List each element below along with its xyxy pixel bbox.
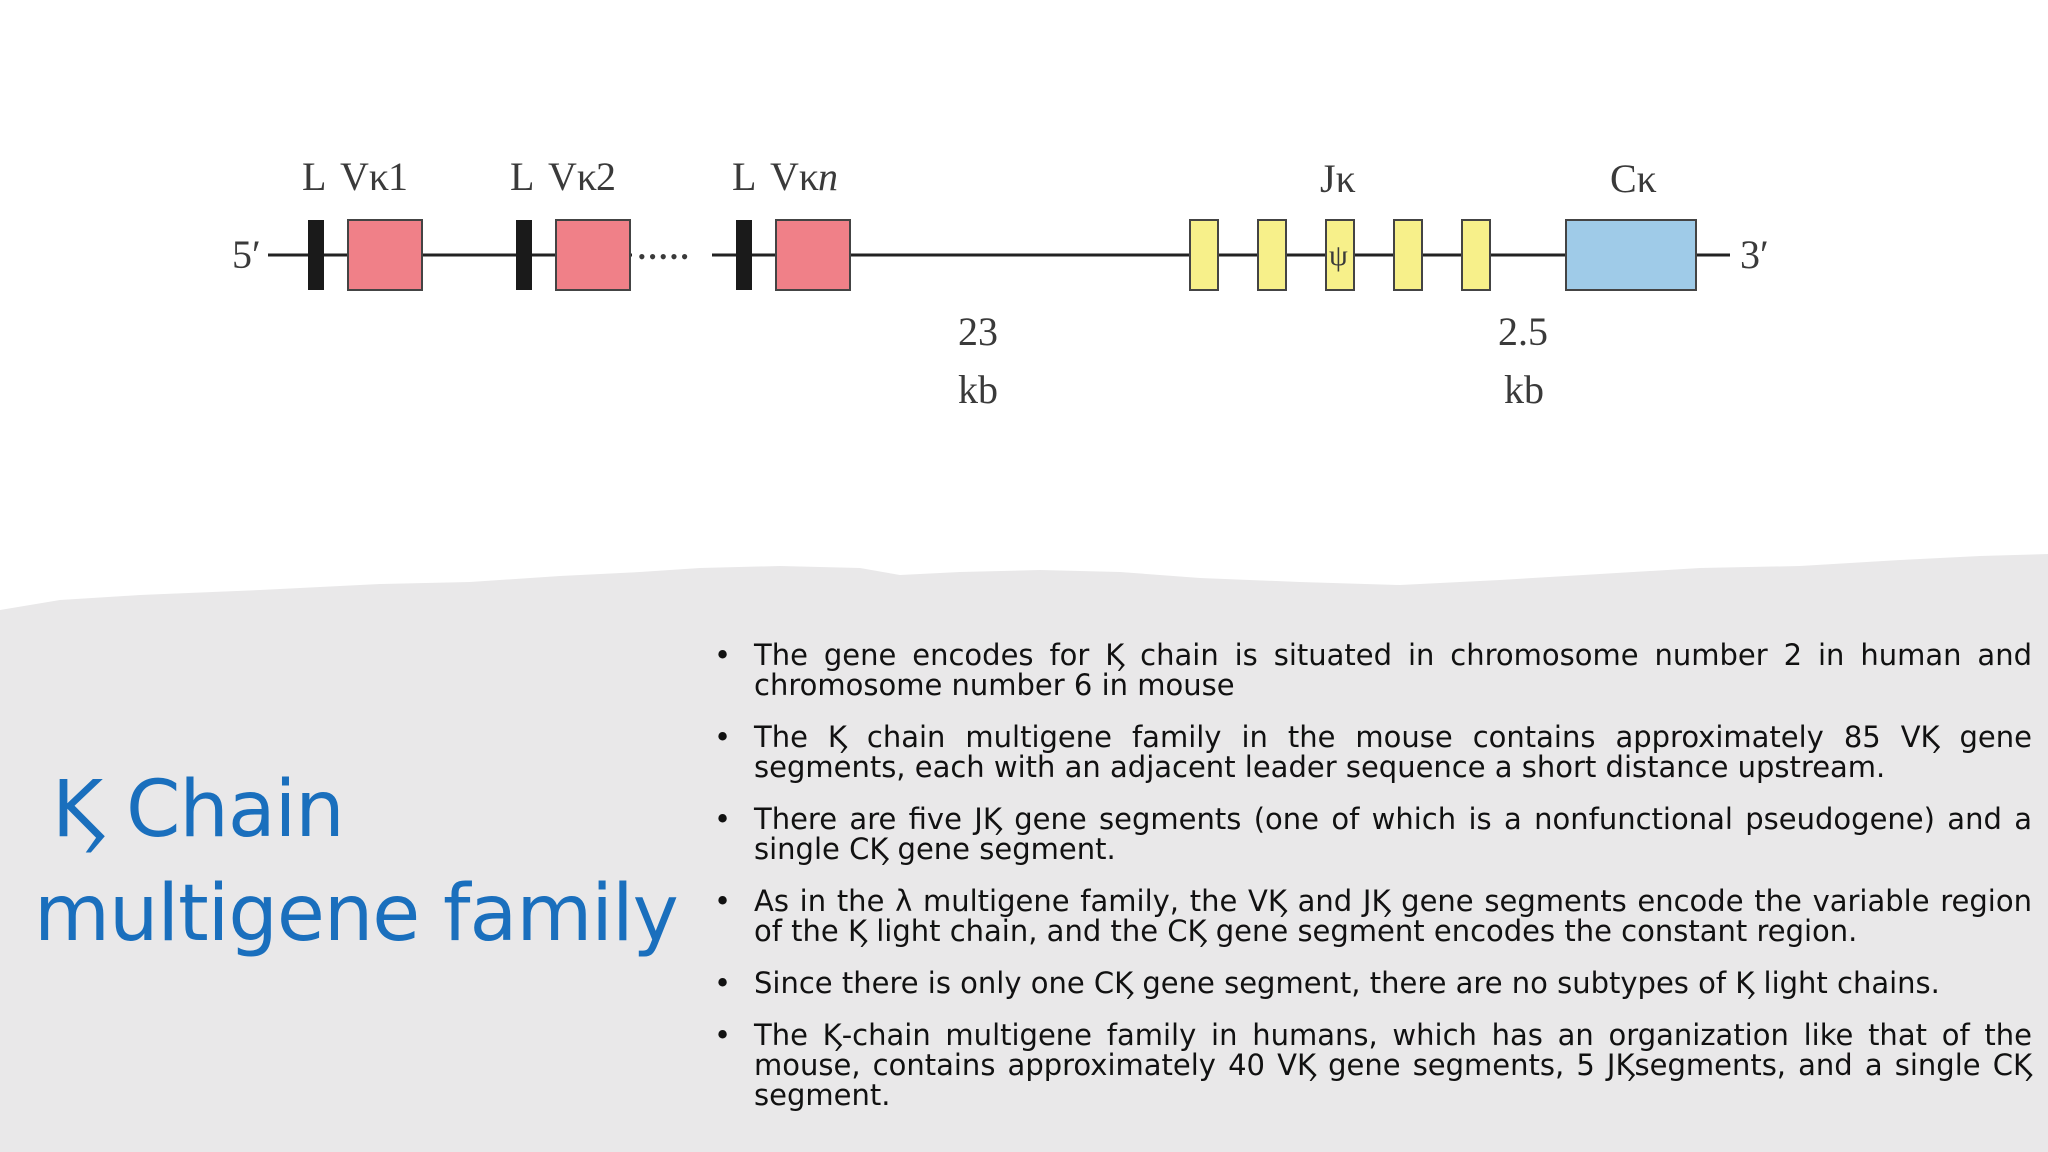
v-number-n: n <box>818 154 838 199</box>
v-label-n: Vκ <box>770 154 819 199</box>
distance-1-unit: kb <box>958 367 998 412</box>
pseudogene-symbol: ψ <box>1329 239 1348 272</box>
distance-2-unit: kb <box>1504 367 1544 412</box>
j-segment-pseudo <box>1325 219 1355 291</box>
v-number-1: 1 <box>388 154 408 199</box>
v-segment-n <box>775 219 851 291</box>
v-segment-1 <box>347 219 423 291</box>
j-segment-4 <box>1393 219 1423 291</box>
leader-label-2: L <box>510 154 534 199</box>
v-number-2: 2 <box>596 154 616 199</box>
distance-2-value: 2.5 <box>1498 309 1548 354</box>
slide-title: Ϗ Chain multigene family <box>34 758 684 966</box>
five-prime-label: 5′ <box>232 232 261 277</box>
c-label: Cκ <box>1610 156 1657 201</box>
j-segment-5 <box>1461 219 1491 291</box>
v-label-2: Vκ <box>548 154 597 199</box>
leader-label-n: L <box>732 154 756 199</box>
distance-1-value: 23 <box>958 309 998 354</box>
c-segment <box>1565 219 1697 291</box>
bullet-item: The Ϗ-chain multigene family in humans, … <box>714 1020 2032 1110</box>
bullet-item: There are five JϏ gene segments (one of … <box>714 804 2032 864</box>
leader-label-1: L <box>302 154 326 199</box>
title-line-2: multigene family <box>34 869 679 959</box>
bullet-list: The gene encodes for Ϗ chain is situated… <box>714 640 2032 1132</box>
j-segment-2 <box>1257 219 1287 291</box>
ellipsis-dots: ••••• <box>638 244 692 269</box>
bullet-item: The Ϗ chain multigene family in the mous… <box>714 722 2032 782</box>
leader-block-2 <box>516 220 532 290</box>
v-segment-2 <box>555 219 631 291</box>
j-segment-1 <box>1189 219 1219 291</box>
leader-block-1 <box>308 220 324 290</box>
leader-block-n <box>736 220 752 290</box>
j-label: Jκ <box>1320 156 1356 201</box>
bullet-item: As in the λ multigene family, the VϏ and… <box>714 886 2032 946</box>
bullet-item: Since there is only one CϏ gene segment,… <box>714 968 2032 998</box>
dots-mask <box>632 248 712 262</box>
v-label-1: Vκ <box>340 154 389 199</box>
title-line-1: Ϗ Chain <box>52 765 345 855</box>
bullet-item: The gene encodes for Ϗ chain is situated… <box>714 640 2032 700</box>
three-prime-label: 3′ <box>1740 232 1769 277</box>
